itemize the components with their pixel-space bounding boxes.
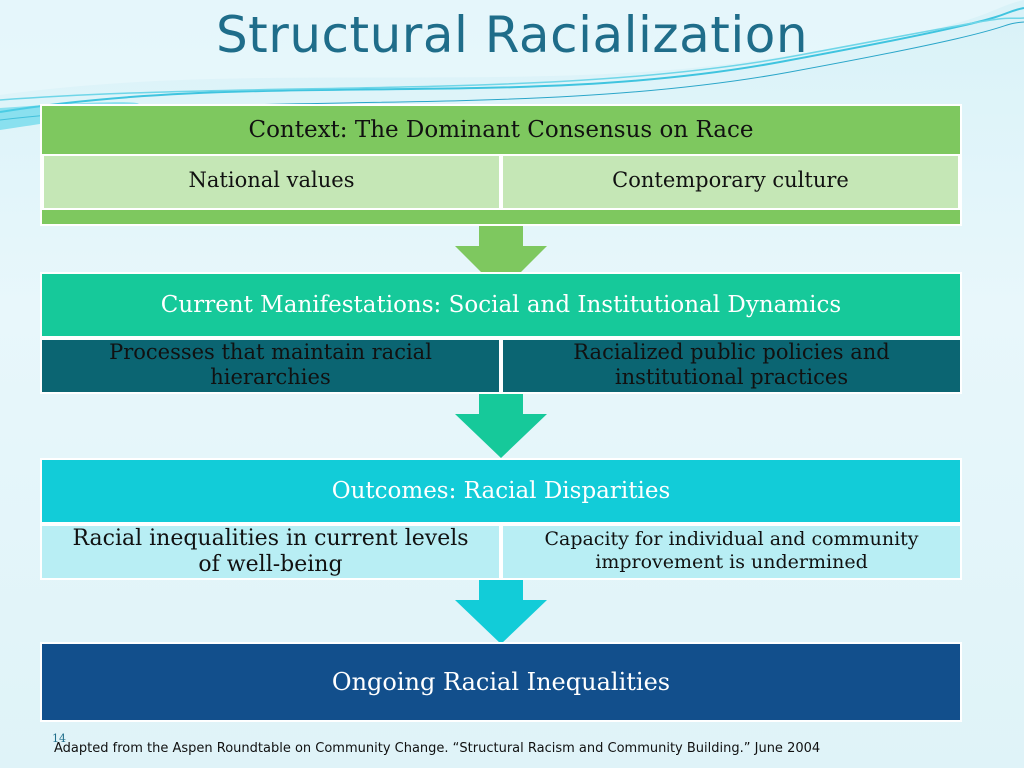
down-arrow-icon: [455, 226, 547, 292]
outcomes-capacity: Capacity for individual and community im…: [501, 524, 962, 580]
down-arrow-icon: [455, 580, 547, 644]
context-national-values: National values: [42, 154, 501, 210]
ongoing-block: Ongoing Racial Inequalities: [40, 642, 962, 722]
down-arrow-icon: [455, 394, 547, 458]
context-block: Context: The Dominant Consensus on Race …: [40, 104, 962, 226]
page-number: 14: [52, 732, 66, 745]
manifestations-block: Current Manifestations: Social and Insti…: [40, 272, 962, 394]
outcomes-block: Outcomes: Racial Disparities Racial ineq…: [40, 458, 962, 580]
context-header: Context: The Dominant Consensus on Race: [248, 117, 754, 143]
manifestations-processes: Processes that maintain racial hierarchi…: [40, 338, 501, 394]
outcomes-header: Outcomes: Racial Disparities: [40, 458, 962, 524]
manifestations-header: Current Manifestations: Social and Insti…: [40, 272, 962, 338]
ongoing-header: Ongoing Racial Inequalities: [40, 642, 962, 722]
context-contemporary-culture: Contemporary culture: [501, 154, 960, 210]
citation-footer: Adapted from the Aspen Roundtable on Com…: [54, 741, 821, 756]
outcomes-inequalities: Racial inequalities in current levels of…: [40, 524, 501, 580]
manifestations-policies: Racialized public policies and instituti…: [501, 338, 962, 394]
slide-title: Structural Racialization: [215, 6, 809, 64]
